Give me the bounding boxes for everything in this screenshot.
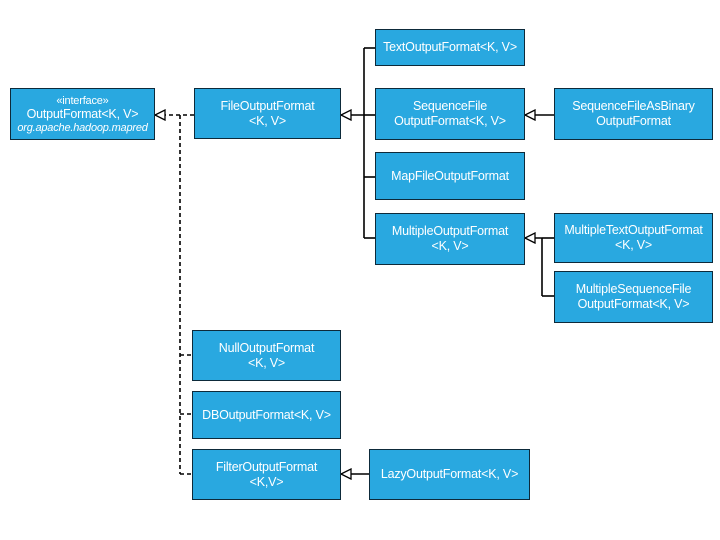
multiplesequencefileoutputformat-box: MultipleSequenceFile OutputFormat<K, V> bbox=[554, 271, 713, 323]
dboutputformat-label: DBOutputFormat<K, V> bbox=[202, 407, 331, 422]
textoutputformat-box: TextOutputFormat<K, V> bbox=[375, 29, 525, 66]
filteroutputformat-label-line1: FilterOutputFormat bbox=[215, 459, 318, 474]
mapfileoutputformat-box: MapFileOutputFormat bbox=[375, 152, 525, 200]
interface-package: org.apache.hadoop.mapred bbox=[17, 121, 148, 134]
nulloutputformat-label-line2: <K, V> bbox=[247, 355, 286, 370]
sequencefileasbinaryoutputformat-box: SequenceFileAsBinary OutputFormat bbox=[554, 88, 713, 140]
sequencefileoutputformat-box: SequenceFile OutputFormat<K, V> bbox=[375, 88, 525, 140]
multipleoutputformat-label-line2: <K, V> bbox=[431, 239, 469, 253]
mapfileoutputformat-label: MapFileOutputFormat bbox=[391, 168, 509, 183]
dboutputformat-box: DBOutputFormat<K, V> bbox=[192, 391, 341, 439]
multiplesequencefile-label-line1: MultipleSequenceFile bbox=[575, 282, 692, 296]
extends-edges bbox=[341, 47, 554, 474]
multipletextoutputformat-label-line2: <K, V> bbox=[614, 238, 653, 252]
lazyoutputformat-label: LazyOutputFormat<K, V> bbox=[380, 467, 519, 481]
implements-edges bbox=[155, 115, 194, 475]
textoutputformat-label: TextOutputFormat<K, V> bbox=[383, 40, 517, 54]
nulloutputformat-label-line1: NullOutputFormat bbox=[218, 340, 315, 355]
interface-stereotype: «interface» bbox=[56, 94, 109, 107]
filteroutputformat-label-line2: <K,V> bbox=[249, 474, 284, 489]
sequencefileoutputformat-label-line1: SequenceFile bbox=[412, 99, 488, 113]
multiplesequencefile-label-line2: OutputFormat<K, V> bbox=[577, 297, 690, 311]
outputformat-interface-box: «interface» OutputFormat<K, V> org.apach… bbox=[10, 88, 155, 140]
fileoutputformat-label-line2: <K, V> bbox=[248, 113, 287, 128]
fileoutputformat-box: FileOutputFormat <K, V> bbox=[194, 88, 341, 139]
nulloutputformat-box: NullOutputFormat <K, V> bbox=[192, 330, 341, 381]
multipletextoutputformat-label-line1: MultipleTextOutputFormat bbox=[564, 223, 703, 237]
multipleoutputformat-box: MultipleOutputFormat <K, V> bbox=[375, 213, 525, 265]
filteroutputformat-box: FilterOutputFormat <K,V> bbox=[192, 449, 341, 500]
lazyoutputformat-box: LazyOutputFormat<K, V> bbox=[369, 449, 530, 500]
sequencefileasbinary-label-line1: SequenceFileAsBinary bbox=[572, 99, 695, 113]
fileoutputformat-label-line1: FileOutputFormat bbox=[220, 98, 315, 113]
multipleoutputformat-label-line1: MultipleOutputFormat bbox=[391, 224, 509, 238]
interface-name: OutputFormat<K, V> bbox=[26, 106, 139, 121]
sequencefileasbinary-label-line2: OutputFormat bbox=[596, 114, 671, 128]
sequencefileoutputformat-label-line2: OutputFormat<K, V> bbox=[394, 114, 506, 128]
multipletextoutputformat-box: MultipleTextOutputFormat <K, V> bbox=[554, 213, 713, 263]
